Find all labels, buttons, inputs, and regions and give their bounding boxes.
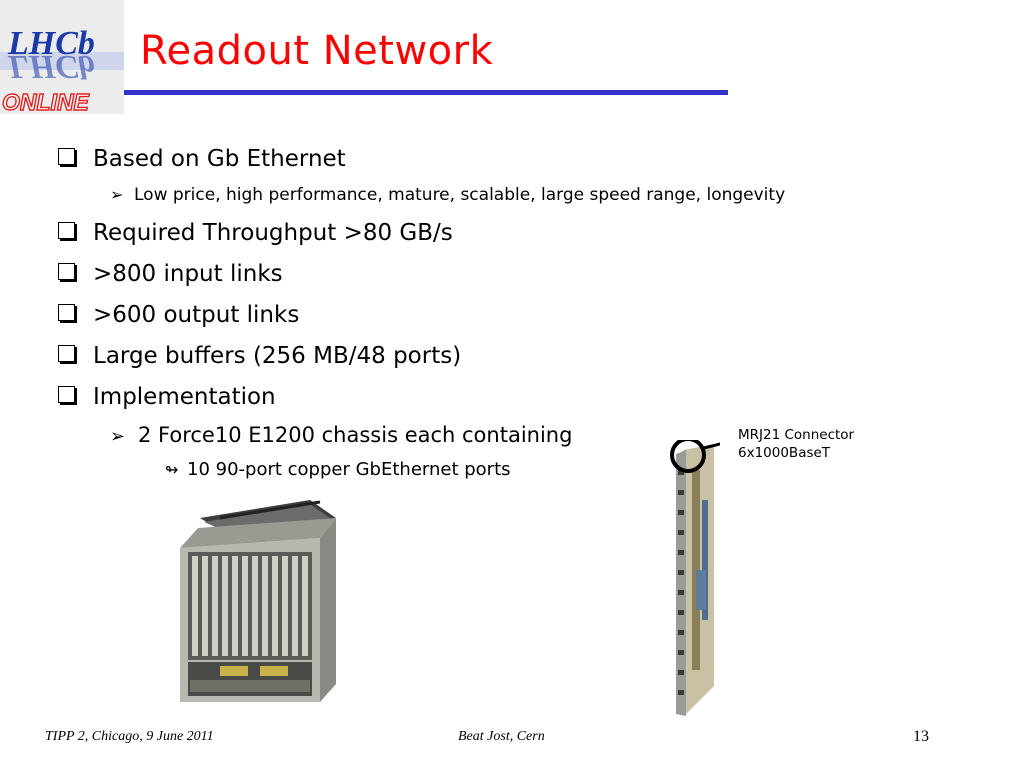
checkbox-bullet-icon — [58, 345, 75, 362]
checkbox-bullet-icon — [58, 386, 75, 403]
checkbox-bullet-icon — [58, 304, 75, 321]
sub-sub-bullet-item: ↬10 90-port copper GbEthernet ports — [165, 459, 511, 480]
footer-event: TIPP 2, Chicago, 9 June 2011 — [45, 729, 214, 744]
bullet-item: Large buffers (256 MB/48 ports) — [58, 343, 461, 369]
page-number: 13 — [913, 728, 929, 745]
logo-lhcb-mirror: LHCb — [7, 48, 95, 85]
sub-bullet-item: ➢2 Force10 E1200 chassis each containing — [110, 423, 573, 447]
annotation-line-2: 6x1000BaseT — [738, 445, 831, 461]
footer-author: Beat Jost, Cern — [458, 729, 545, 744]
bullet-item: Required Throughput >80 GB/s — [58, 220, 453, 246]
bullet-item: Implementation — [58, 384, 276, 410]
checkbox-bullet-icon — [58, 148, 75, 165]
line-card-image — [670, 440, 720, 716]
curved-arrow-bullet-icon: ↬ — [165, 460, 179, 479]
arrow-bullet-icon: ➢ — [110, 426, 126, 447]
bullet-item: >800 input links — [58, 261, 283, 287]
title-underline — [124, 90, 728, 95]
lhcb-online-logo: LHCb LHCb ONLINE — [0, 0, 124, 114]
force10-chassis-image — [180, 500, 336, 702]
connector-annotation: MRJ21 Connector 6x1000BaseT — [738, 426, 854, 462]
annotation-leader-line — [703, 442, 720, 450]
sub-bullet-item: ➢Low price, high performance, mature, sc… — [110, 185, 786, 205]
connector-highlight-circle — [670, 440, 706, 473]
logo-online-text: ONLINE — [2, 89, 90, 114]
slide-title: Readout Network — [140, 28, 494, 74]
checkbox-bullet-icon — [58, 263, 75, 280]
bullet-item: Based on Gb Ethernet — [58, 146, 346, 172]
checkbox-bullet-icon — [58, 222, 75, 239]
annotation-line-1: MRJ21 Connector — [738, 427, 855, 443]
arrow-bullet-icon: ➢ — [110, 185, 124, 204]
logo-lhcb-text: LHCb — [7, 25, 95, 62]
bullet-item: >600 output links — [58, 302, 299, 328]
